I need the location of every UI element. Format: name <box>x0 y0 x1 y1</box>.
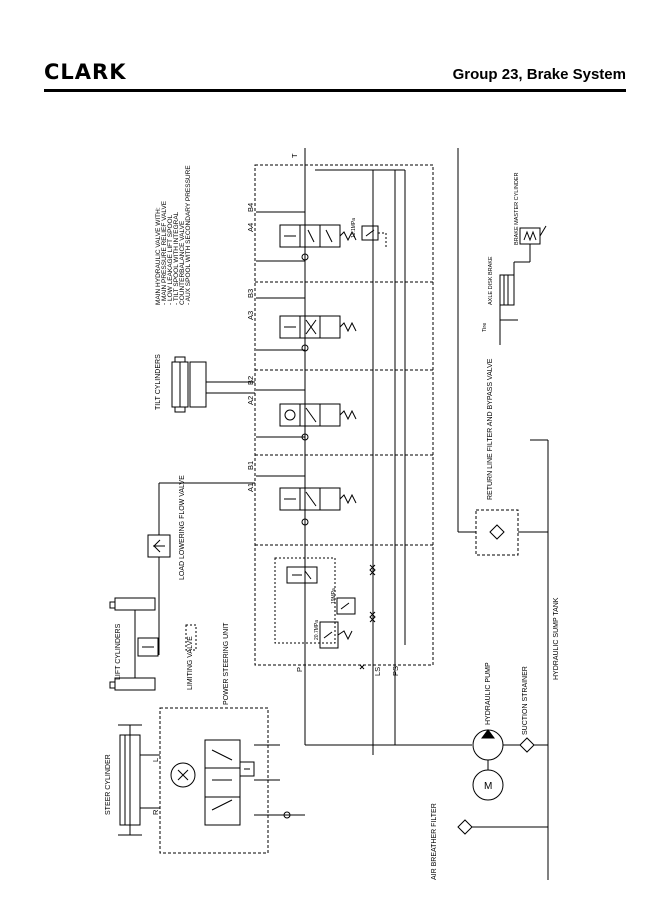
port-r-label: R <box>151 809 160 815</box>
main-valve-label-line: - LOW LEAKAGE LIFT SPOOL <box>167 214 174 305</box>
header-divider <box>44 89 626 92</box>
port-a3-label: A3 <box>246 311 255 320</box>
axle-disk-brake <box>499 261 530 345</box>
load-lowering-flow-valve <box>147 482 255 655</box>
aux-spool-valve <box>256 211 357 262</box>
return-line-filter <box>457 148 548 556</box>
tilt-spool-valve <box>256 297 357 352</box>
main-valve-label-line: COUNTERBALANCE VALVE <box>179 220 186 305</box>
return-filter-label: RETURN LINE FILTER AND BYPASS VALVE <box>487 358 494 500</box>
tilt-cylinders <box>171 356 255 413</box>
pump-and-tank-circuit <box>283 439 549 880</box>
port-a1-label: A1 <box>246 483 255 492</box>
power-steering-unit <box>159 707 285 854</box>
port-t-label: T <box>290 153 299 158</box>
pressure-label: 20.7MPa <box>314 620 320 640</box>
port-a2-label: A2 <box>246 396 255 405</box>
port-p-label: P <box>295 667 304 672</box>
main-valve-label-line: - MAIN PRESSURE RELIEF VALVE <box>161 200 168 305</box>
steer-cylinder <box>118 724 160 836</box>
aux-relief-valve <box>361 225 387 248</box>
limiting-valve <box>137 624 197 657</box>
lift-cylinders-label: LIFT CYLINDERS <box>115 623 122 680</box>
brake-master-label: BRAKE MASTER CYLINDER <box>514 173 520 245</box>
sump-tank-label: HYDRAULIC SUMP TANK <box>553 597 560 680</box>
port-b3-label: B3 <box>246 289 255 298</box>
axle-brake-label: AXLE DISK BRAKE <box>488 256 494 305</box>
port-b1-label: B1 <box>246 461 255 470</box>
main-valve-label-line: MAIN HYDRAULIC VALVE WITH: <box>155 207 162 305</box>
main-valve-label: MAIN HYDRAULIC VALVE WITH: - MAIN PRESSU… <box>155 165 192 305</box>
brake-master-cylinder <box>519 225 547 262</box>
load-lowering-label: LOAD LOWERING FLOW VALVE <box>179 475 186 580</box>
lift-spool-valve <box>256 475 357 526</box>
pressure-label: 13.1MPa <box>351 218 357 238</box>
air-breather-label: AIR BREATHER FILTER <box>431 803 438 880</box>
hydraulic-pump-label: HYDRAULIC PUMP <box>485 662 492 725</box>
port-ps-label: PS <box>391 666 400 676</box>
tilt-cylinders-label: TILT CYLINDERS <box>155 354 162 410</box>
power-steering-label: POWER STEERING UNIT <box>223 622 230 705</box>
port-b2-label: B2 <box>246 376 255 385</box>
tire-label: Tire <box>482 323 488 332</box>
port-a4-label: A4 <box>246 223 255 232</box>
port-l-label: L <box>151 758 160 762</box>
steer-cylinder-label: STEER CYLINDER <box>105 754 112 815</box>
clark-logo: CLARK <box>44 60 127 84</box>
motor-symbol: M <box>484 781 492 792</box>
port-b4-label: B4 <box>246 203 255 212</box>
suction-strainer-label: SUCTION STRAINER <box>522 666 529 735</box>
main-valve-enclosure <box>254 164 434 666</box>
main-relief-section <box>274 557 376 670</box>
lift-cylinders <box>109 597 156 691</box>
port-ls-label: LS <box>373 667 382 676</box>
main-valve-label-line: - AUX SPOOL WITH SECONDARY PRESSURE <box>185 165 192 305</box>
page-title: Group 23, Brake System <box>452 66 626 83</box>
tilt-counterbalance-spool <box>256 389 357 441</box>
limiting-valve-label: LIMITING VALVE <box>187 636 194 690</box>
pressure-label: 19MPa <box>331 588 337 604</box>
main-valve-label-line: - TILT SPOOL WITH INTEGRAL <box>173 211 180 305</box>
